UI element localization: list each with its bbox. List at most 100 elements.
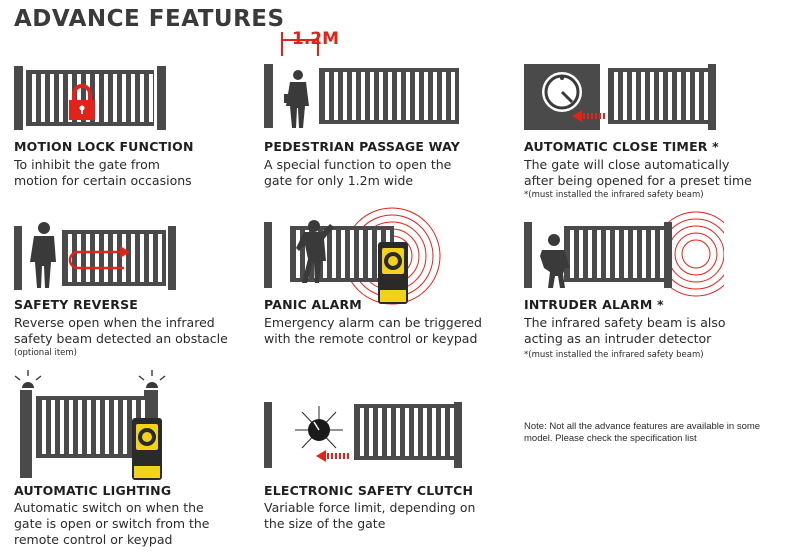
gate-bar-gap — [387, 408, 391, 456]
pedestrian-icon — [284, 70, 309, 128]
gate-bar-gap — [686, 72, 690, 120]
gate-bar-gap — [131, 234, 135, 282]
gate-bar-gap — [370, 72, 374, 120]
gate-bar-gap — [597, 230, 601, 278]
gate-bar-gap — [623, 72, 627, 120]
availability-note: Note: Not all the advance features are a… — [524, 421, 761, 444]
gate-bar-gap — [87, 400, 91, 454]
gate-bar-gap — [105, 400, 109, 454]
gate-bar-gap — [50, 74, 54, 122]
gate-bar-gap — [641, 72, 645, 120]
gate-bar-gap — [60, 400, 64, 454]
feature-note: (optional item) — [14, 348, 77, 358]
gate-bar-gap — [632, 72, 636, 120]
gate-bar-gap — [104, 234, 108, 282]
gate-bar-gap — [332, 230, 336, 278]
feature-description: To inhibit the gate from motion for cert… — [14, 157, 192, 188]
gate-bar-gap — [334, 72, 338, 120]
clutch-gate-illustration — [264, 402, 462, 468]
feature-description: The infrared safety beam is also acting … — [524, 315, 726, 346]
feature-note: *(must installed the infrared safety bea… — [524, 190, 704, 200]
gate-bar-gap — [59, 74, 63, 122]
gate-bar-gap — [588, 230, 592, 278]
gate-bar-gap — [368, 230, 372, 278]
reverse-gate-illustration — [14, 222, 176, 290]
gate-bar-gap — [95, 74, 99, 122]
gate-bar-gap — [615, 230, 619, 278]
feature-description: Emergency alarm can be triggered with th… — [264, 315, 482, 346]
gate-bar-gap — [695, 72, 699, 120]
gate-bar-gap — [140, 234, 144, 282]
gate-bar-gap — [359, 230, 363, 278]
gate-bar-gap — [606, 230, 610, 278]
force-dial-icon — [295, 406, 343, 449]
gate-bar-gap — [579, 230, 583, 278]
gate-bar-gap — [451, 72, 455, 120]
close-arrow-icon — [316, 450, 349, 462]
gate-bar-gap — [378, 408, 382, 456]
gate-bar-gap — [104, 74, 108, 122]
gate-bar-gap — [415, 72, 419, 120]
lamp-icon — [138, 370, 166, 388]
timer-icon — [542, 72, 582, 112]
gate-bar-gap — [341, 230, 345, 278]
gate-bar-gap — [69, 400, 73, 454]
gate-bar-gap — [122, 234, 126, 282]
gate-bar-gap — [123, 400, 127, 454]
gate-bar-gap — [360, 408, 364, 456]
gate-bar-gap — [406, 72, 410, 120]
gate-bar-gap — [122, 74, 126, 122]
lamp-icon — [14, 370, 42, 388]
gate-bar-gap — [432, 408, 436, 456]
gate-bar-gap — [113, 234, 117, 282]
gate-bar-gap — [624, 230, 628, 278]
feature-description: The gate will close automatically after … — [524, 157, 752, 188]
gate-bar-gap — [113, 74, 117, 122]
gate-bar-gap — [614, 72, 618, 120]
intruder-icon — [540, 234, 570, 288]
feature-description: A special function to open the gate for … — [264, 157, 452, 188]
gate-bar-gap — [78, 400, 82, 454]
gate-bar-gap — [158, 234, 162, 282]
padlock-icon — [69, 84, 95, 120]
gate-bar-gap — [659, 72, 663, 120]
dimension-label: 1.2M — [292, 29, 340, 49]
gate-bar-gap — [424, 72, 428, 120]
feature-title: AUTOMATIC CLOSE TIMER * — [524, 139, 719, 154]
gate-bar-gap — [397, 72, 401, 120]
feature-description: Reverse open when the infrared safety be… — [14, 315, 228, 346]
gate-bar-gap — [361, 72, 365, 120]
gate-bar-gap — [704, 72, 708, 120]
gate-bar-gap — [441, 408, 445, 456]
panicking-person-icon — [296, 220, 334, 283]
locked-gate-illustration — [14, 66, 166, 130]
reverse-arrow-icon — [68, 250, 124, 270]
feature-note: *(must installed the infrared safety bea… — [524, 350, 704, 360]
lighting-gate-illustration — [14, 370, 166, 480]
gate-bar-gap — [350, 230, 354, 278]
feature-description: Automatic switch on when the gate is ope… — [14, 500, 210, 547]
feature-title: ELECTRONIC SAFETY CLUTCH — [264, 483, 474, 498]
feature-title: INTRUDER ALARM * — [524, 297, 664, 312]
gate-bar-gap — [570, 230, 574, 278]
gate-bar-gap — [642, 230, 646, 278]
gate-bar-gap — [369, 408, 373, 456]
gate-bar-gap — [95, 234, 99, 282]
gate-bar-gap — [296, 230, 300, 278]
gate-bar-gap — [41, 74, 45, 122]
gate-bar-gap — [77, 234, 81, 282]
gate-bar-gap — [650, 72, 654, 120]
gate-bar-gap — [414, 408, 418, 456]
page-title: ADVANCE FEATURES — [14, 6, 285, 32]
gate-bar-gap — [131, 74, 135, 122]
gate-bar-gap — [433, 72, 437, 120]
feature-title: SAFETY REVERSE — [14, 297, 139, 312]
feature-title: MOTION LOCK FUNCTION — [14, 139, 194, 154]
gate-bar-gap — [660, 230, 664, 278]
gate-bar-gap — [149, 234, 153, 282]
feature-description: Variable force limit, depending on the s… — [264, 500, 476, 531]
gate-bar-gap — [423, 408, 427, 456]
gate-bar-gap — [405, 408, 409, 456]
gate-bar-gap — [668, 72, 672, 120]
feature-title: PANIC ALARM — [264, 297, 362, 312]
